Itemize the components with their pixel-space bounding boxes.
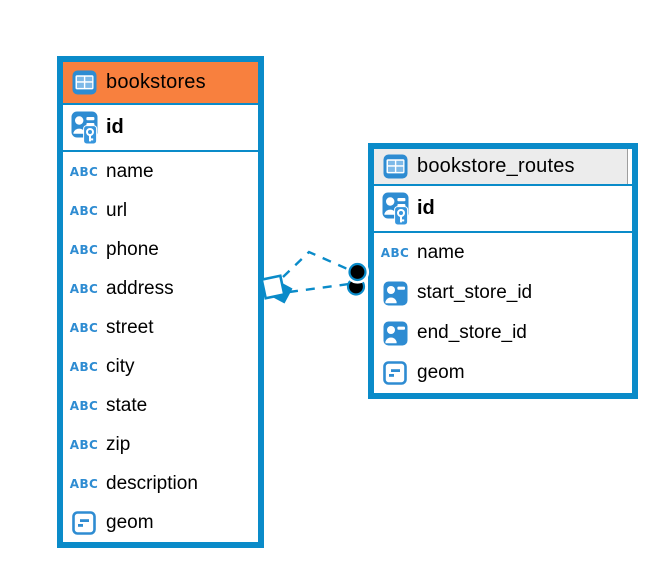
- text-type-icon: ABC: [69, 476, 99, 491]
- geometry-type-icon: [380, 356, 410, 390]
- text-type-icon: ABC: [69, 203, 99, 218]
- primary-key-icon: [380, 192, 410, 226]
- text-type-icon: ABC: [69, 320, 99, 335]
- relationship-lines[interactable]: [282, 250, 353, 294]
- endpoint-dot: [348, 262, 367, 282]
- column-row[interactable]: ABC description: [63, 464, 258, 503]
- geometry-type-icon: [69, 506, 99, 540]
- primary-key-row[interactable]: id: [374, 186, 632, 231]
- column-row[interactable]: ABC zip: [63, 425, 258, 464]
- column-name: zip: [106, 433, 131, 455]
- text-type-icon: ABC: [69, 359, 99, 374]
- table-bookstore-routes[interactable]: bookstore_routes id ABC name start_store_i…: [368, 143, 638, 399]
- column-row[interactable]: ABC name: [374, 233, 632, 273]
- relationship-line: [282, 250, 353, 278]
- column-name: id: [106, 116, 124, 138]
- column-name: name: [106, 160, 154, 182]
- column-row[interactable]: ABC street: [63, 308, 258, 347]
- column-row[interactable]: start_store_id: [374, 273, 632, 313]
- text-type-icon: ABC: [380, 246, 410, 260]
- diamond-marker[interactable]: [260, 274, 293, 304]
- column-row[interactable]: geom: [374, 353, 632, 393]
- column-name: description: [106, 472, 198, 494]
- text-type-icon: ABC: [69, 281, 99, 296]
- table-header-bookstores[interactable]: bookstores: [63, 62, 258, 105]
- column-name: url: [106, 199, 128, 221]
- table-header-bookstore-routes[interactable]: bookstore_routes: [374, 149, 632, 186]
- table-icon: [380, 150, 410, 184]
- column-row[interactable]: ABC name: [63, 152, 258, 191]
- column-row[interactable]: ABC url: [63, 191, 258, 230]
- column-name: start_store_id: [417, 282, 533, 303]
- primary-key-icon: [69, 111, 99, 145]
- column-name: geom: [417, 362, 465, 383]
- column-row[interactable]: ABC address: [63, 269, 258, 308]
- column-row[interactable]: ABC city: [63, 347, 258, 386]
- column-name: state: [106, 394, 148, 416]
- foreign-key-icon: [380, 316, 410, 350]
- column-name: street: [106, 316, 154, 338]
- column-name: id: [417, 197, 435, 219]
- text-type-icon: ABC: [69, 164, 99, 179]
- column-row[interactable]: ABC phone: [63, 230, 258, 269]
- primary-key-row[interactable]: id: [63, 105, 258, 150]
- column-name: name: [417, 242, 465, 263]
- column-name: geom: [106, 511, 154, 533]
- table-title: bookstore_routes: [417, 155, 575, 177]
- primary-key-section: id: [63, 105, 258, 152]
- endpoint-dot: [346, 277, 366, 296]
- text-type-icon: ABC: [69, 398, 99, 413]
- column-row[interactable]: ABC state: [63, 386, 258, 425]
- relationship-line: [288, 282, 350, 294]
- column-name: end_store_id: [417, 322, 527, 343]
- text-type-icon: ABC: [69, 437, 99, 452]
- text-type-icon: ABC: [69, 242, 99, 257]
- column-name: address: [106, 277, 174, 299]
- column-row[interactable]: end_store_id: [374, 313, 632, 353]
- foreign-key-icon: [380, 276, 410, 310]
- primary-key-section: id: [374, 186, 632, 233]
- endpoint-dots[interactable]: [345, 260, 370, 296]
- table-title: bookstores: [106, 71, 206, 93]
- column-name: phone: [106, 238, 159, 260]
- column-row[interactable]: geom: [63, 503, 258, 542]
- table-icon: [69, 66, 99, 100]
- column-name: city: [106, 355, 135, 377]
